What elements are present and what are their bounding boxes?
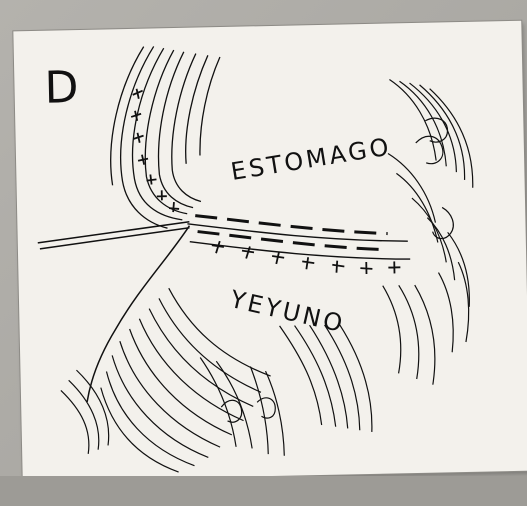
- panel-letter: D: [44, 66, 79, 111]
- illustration-plate: D ESTOMAGO YEYUNO: [13, 21, 527, 482]
- anastomosis-dashed-line: [195, 212, 388, 254]
- left-vessels: [60, 369, 109, 454]
- page-bottom-edge: [0, 476, 527, 506]
- stomach-wall-hatching: [108, 45, 223, 229]
- illustration-drawing: [13, 21, 527, 482]
- stomach-right-hatching: [386, 78, 476, 354]
- suture-thread: [37, 222, 193, 403]
